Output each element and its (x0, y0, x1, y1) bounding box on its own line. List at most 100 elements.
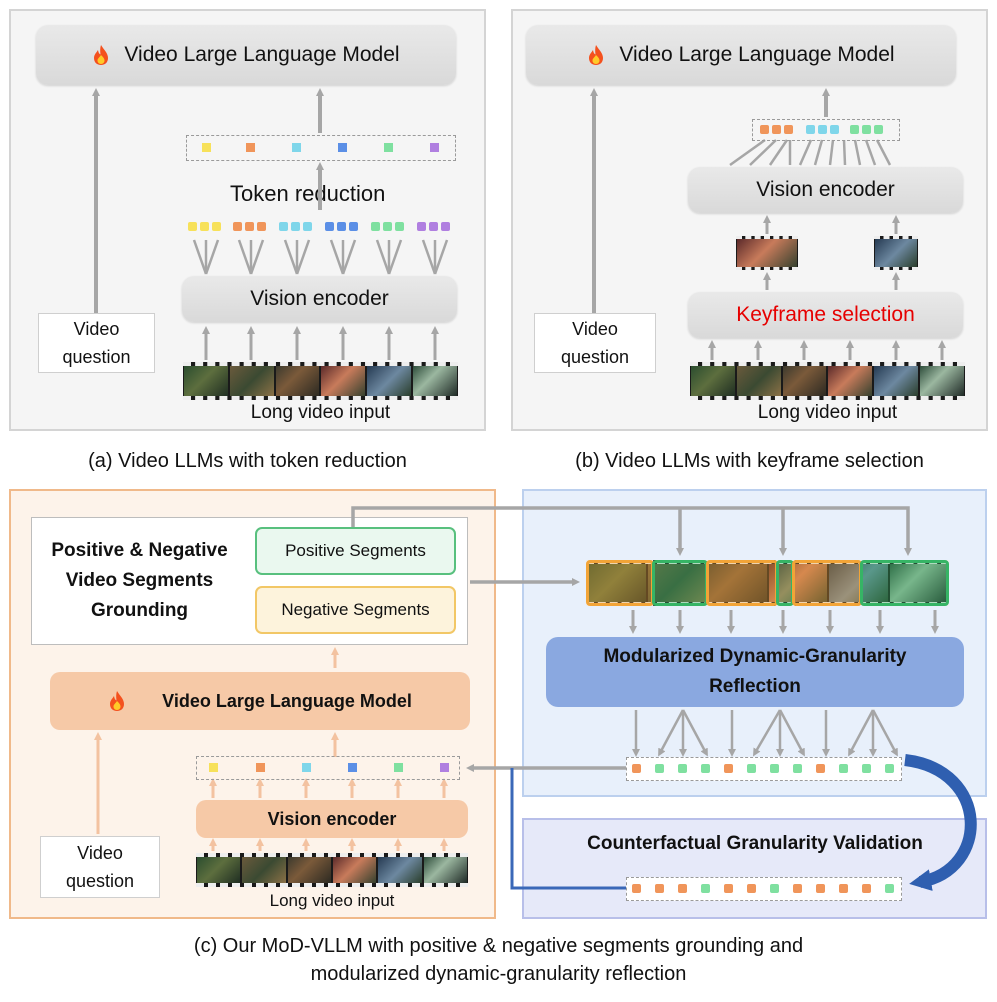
token (430, 143, 439, 152)
token (885, 764, 894, 773)
reflection-fan (632, 709, 898, 757)
token (291, 222, 300, 231)
token (655, 884, 664, 893)
token-group (850, 125, 883, 134)
token (862, 884, 871, 893)
video-strip-c (196, 853, 468, 887)
token (395, 222, 404, 231)
video-frame (920, 366, 964, 396)
validation-label: Counterfactual Granularity Validation (587, 833, 923, 854)
video-frame (413, 366, 457, 396)
panel-c-arrows (94, 647, 448, 851)
video-strip-a (183, 362, 458, 400)
token (349, 222, 358, 231)
selected-token-box-b (752, 119, 900, 141)
video-frame (184, 366, 228, 396)
token-group (188, 222, 221, 231)
token (862, 764, 871, 773)
token (678, 764, 687, 773)
token-group (279, 222, 312, 231)
token (337, 222, 346, 231)
segment-down-arrows (629, 610, 939, 634)
video-strip-b (690, 362, 965, 400)
reflection-line1: Modularized Dynamic-Granularity (603, 646, 907, 667)
token (233, 222, 242, 231)
token (816, 884, 825, 893)
negative-segment (586, 560, 654, 606)
video-frame (332, 857, 377, 883)
token (839, 764, 848, 773)
fire-icon (108, 690, 126, 712)
video-frame (708, 564, 767, 602)
token (770, 764, 779, 773)
llm-box-a: Video Large Language Model (36, 25, 456, 85)
vision-encoder-b: Vision encoder (688, 167, 963, 213)
token (839, 884, 848, 893)
validation-curve-arrow (904, 754, 977, 891)
token (862, 125, 871, 134)
long-video-label-a: Long video input (250, 402, 391, 423)
video-question-b: Video question (534, 313, 656, 373)
video-frame (367, 366, 412, 396)
llm-label-b: Video Large Language Model (619, 43, 895, 66)
negative-segment (706, 560, 778, 606)
reflection-line2: Reflection (709, 676, 801, 697)
video-frame (874, 366, 919, 396)
token (394, 763, 403, 772)
video-question-b-line2: question (560, 347, 630, 367)
token (256, 763, 265, 772)
video-frame (378, 857, 422, 883)
video-question-b-line1: Video (572, 319, 618, 339)
caption-c-line2: modularized dynamic-granularity reflecti… (310, 963, 687, 985)
token (441, 222, 450, 231)
token (202, 143, 211, 152)
token (770, 884, 779, 893)
positive-segment (860, 560, 949, 606)
grounding-title: Positive & Negative Video Segments Groun… (32, 536, 247, 626)
token (806, 125, 815, 134)
token (793, 884, 802, 893)
video-frame (737, 239, 797, 267)
token-group (233, 222, 266, 231)
long-video-label-b: Long video input (757, 402, 898, 423)
token (338, 143, 347, 152)
video-frame (691, 366, 735, 396)
panel-a-strip-arrows (202, 326, 439, 360)
video-question-a-line1: Video (73, 319, 120, 339)
token (724, 884, 733, 893)
keyframe-selection-box: Keyframe selection (688, 292, 963, 338)
token-box-c (196, 756, 460, 780)
video-frame (875, 239, 917, 267)
video-frame (275, 366, 320, 396)
token-group (760, 125, 793, 134)
caption-c-line1: (c) Our MoD-VLLM with positive & negativ… (193, 935, 804, 957)
video-question-c-line2: question (65, 871, 135, 891)
video-frame (889, 564, 948, 602)
token (632, 764, 641, 773)
llm-label-c: Video Large Language Model (162, 690, 412, 711)
token (793, 764, 802, 773)
token (429, 222, 438, 231)
negative-segments-box: Negative Segments (255, 586, 456, 634)
token (816, 764, 825, 773)
token (701, 884, 710, 893)
fire-icon (92, 44, 110, 66)
token (188, 222, 197, 231)
panel-b-strip-arrows (708, 215, 946, 360)
negative-segments-label: Negative Segments (281, 600, 430, 619)
token (325, 222, 334, 231)
token (678, 884, 687, 893)
vision-encoder-c: Vision encoder (196, 800, 468, 838)
video-frame (736, 366, 781, 396)
video-frame (197, 857, 241, 883)
keyframe-2 (874, 236, 918, 270)
token (747, 884, 756, 893)
llm-label-a: Video Large Language Model (124, 43, 400, 66)
cross-panel-arrows (351, 506, 912, 772)
video-frame (242, 857, 286, 883)
negative-segment (792, 560, 862, 606)
token (701, 764, 710, 773)
